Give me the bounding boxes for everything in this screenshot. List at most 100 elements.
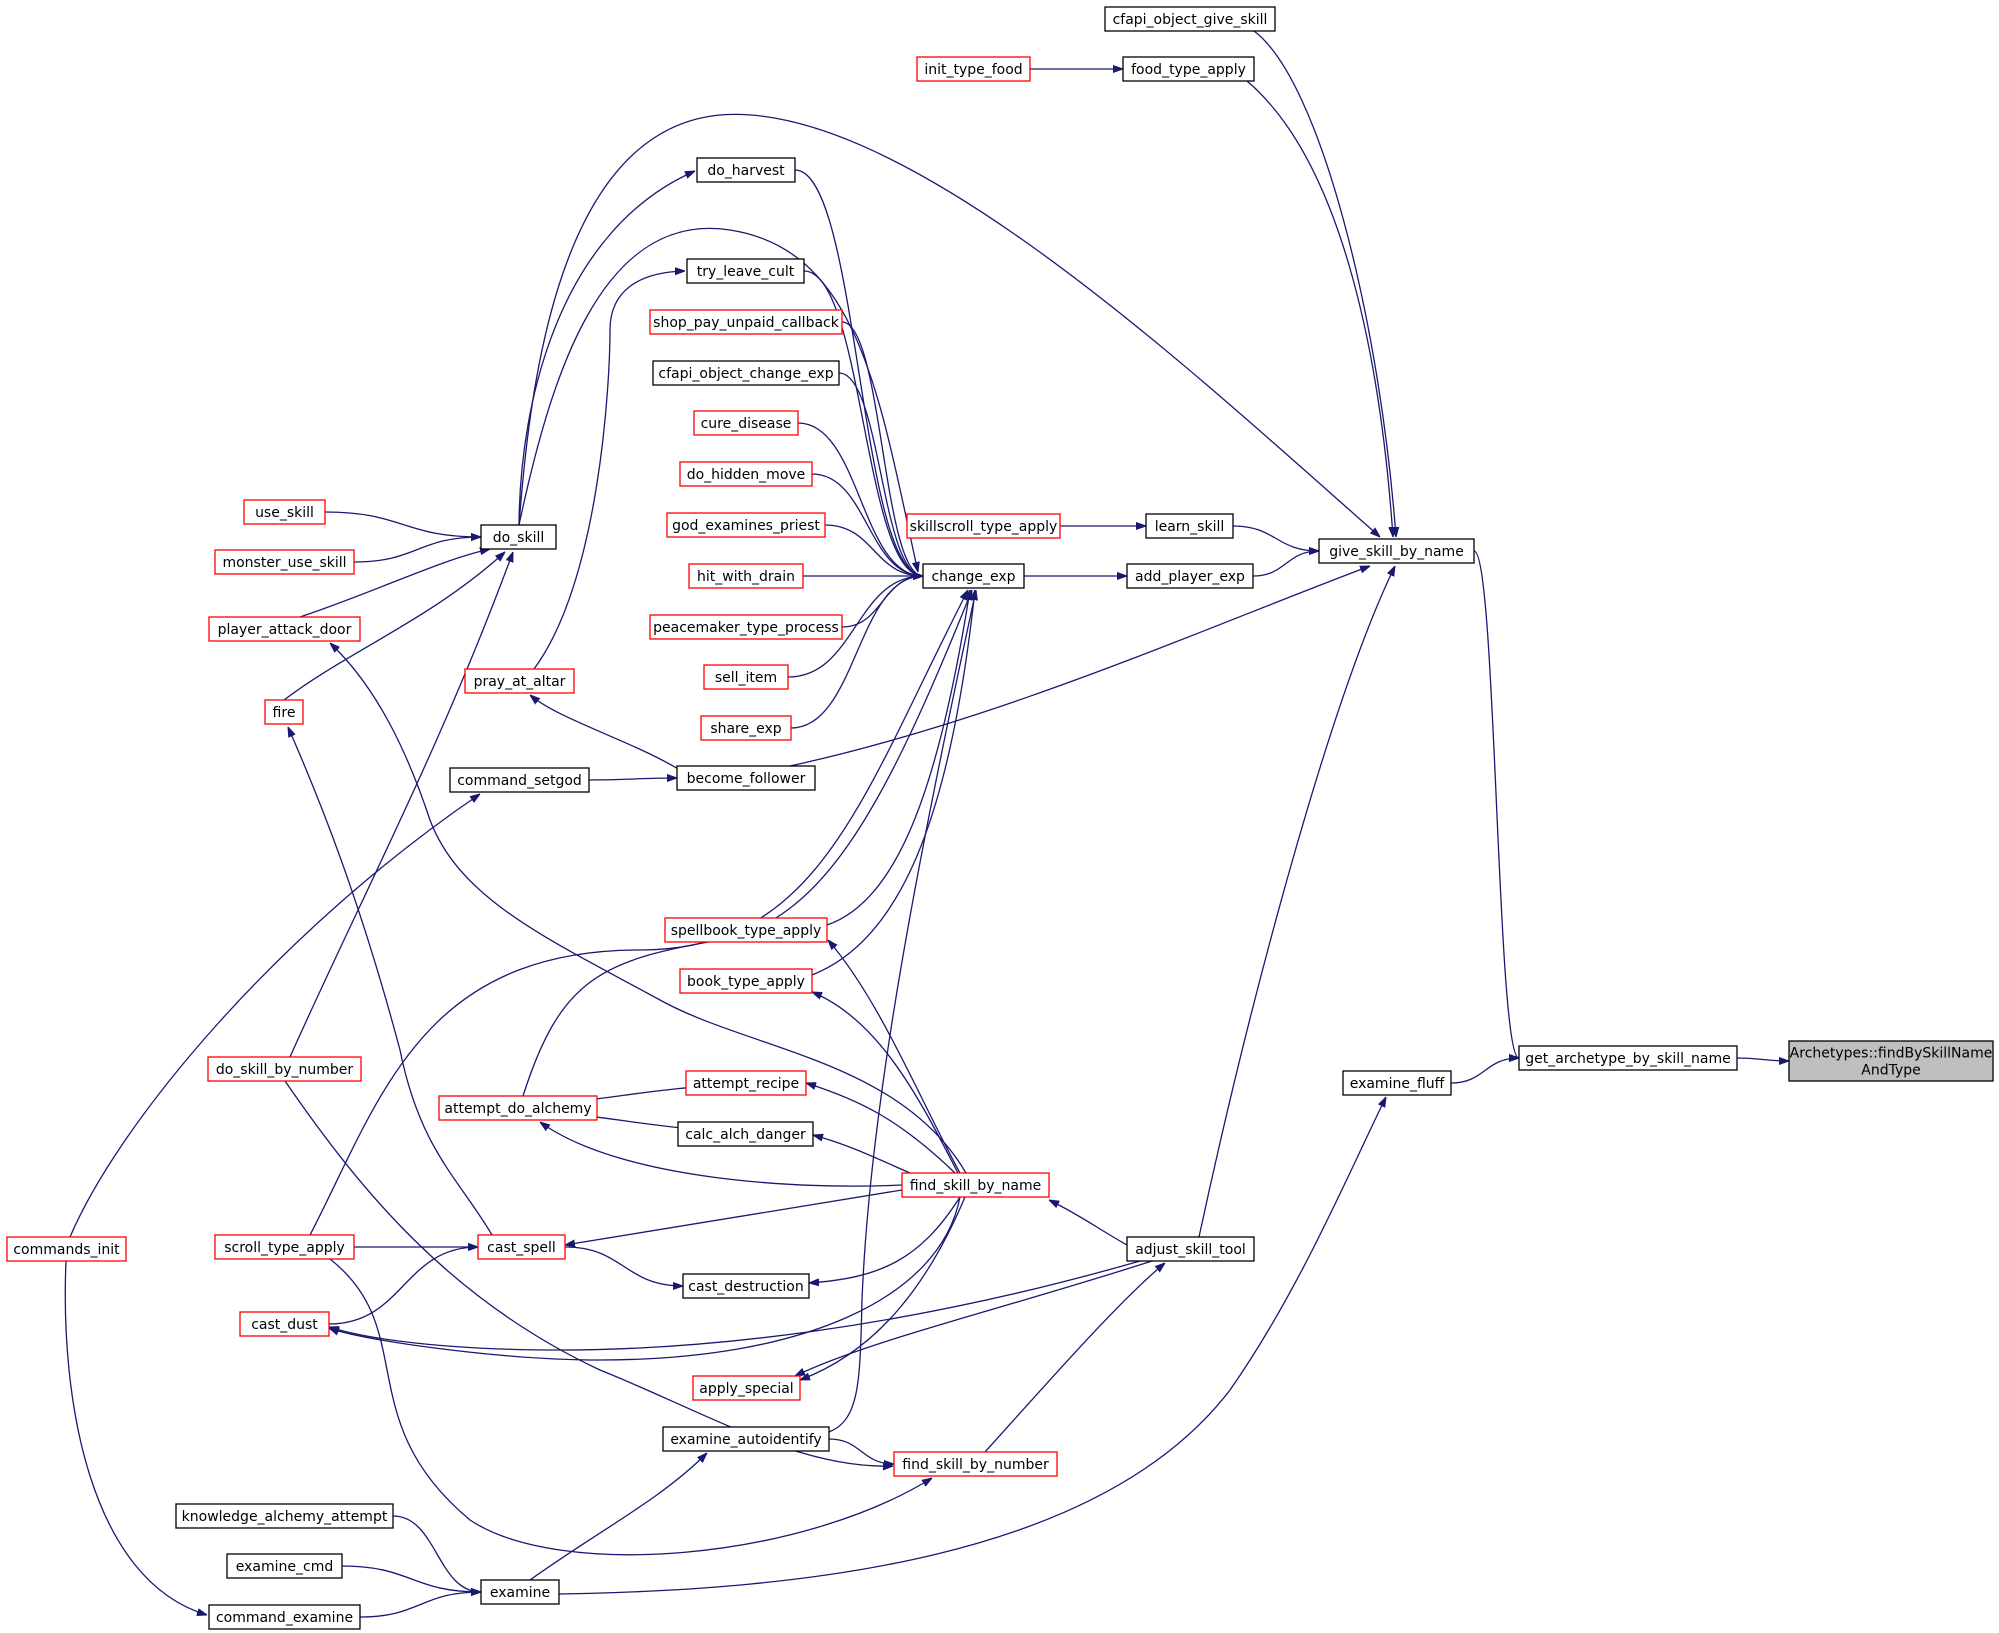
node-box [243, 499, 326, 525]
node-box [207, 1056, 362, 1082]
node-apply-special[interactable]: apply_special [692, 1375, 801, 1401]
edge-cast_dust-to-cast_spell [328, 1247, 478, 1325]
node-cast-spell[interactable]: cast_spell [477, 1234, 566, 1260]
node-command-examine[interactable]: command_examine [208, 1604, 361, 1630]
node-label: cfapi_object_give_skill [1113, 12, 1268, 28]
node-label: Archetypes::findBySkillName [1790, 1046, 1993, 1062]
node-cfapi-object-give-skill[interactable]: cfapi_object_give_skill [1104, 6, 1276, 32]
edge-learn_skill-to-give_skill_by_name [1232, 525, 1319, 551]
node-hit-with-drain[interactable]: hit_with_drain [688, 563, 804, 589]
edge-find_skill_by_name-to-adjust_skill_tool [1049, 1200, 1128, 1246]
node-init-type-food[interactable]: init_type_food [916, 56, 1031, 82]
node-label: examine_autoidentify [670, 1432, 821, 1448]
node-fire[interactable]: fire [264, 699, 304, 725]
node-find-skill-by-number[interactable]: find_skill_by_number [893, 1451, 1058, 1477]
node-box [1318, 538, 1475, 564]
node-knowledge-alchemy-attempt[interactable]: knowledge_alchemy_attempt [175, 1503, 394, 1529]
edge-line [838, 372, 924, 576]
edge-do_hidden_move-to-change_exp [811, 473, 923, 576]
edge-do_skill_by_number-to-do_skill [289, 552, 514, 1058]
node-label: add_player_exp [1135, 569, 1245, 585]
edge-sell_item-to-change_exp [787, 576, 923, 678]
node-become-follower[interactable]: become_follower [676, 765, 816, 791]
node-label: god_examines_priest [672, 518, 820, 534]
node-examine-cmd[interactable]: examine_cmd [226, 1553, 343, 1579]
node-add-player-exp[interactable]: add_player_exp [1126, 563, 1254, 589]
edge-commands_init-to-command_setgod [69, 794, 480, 1238]
node-do-skill[interactable]: do_skill [480, 524, 557, 550]
node-cfapi-object-change-exp[interactable]: cfapi_object_change_exp [652, 360, 840, 386]
edge-find_skill_by_number-to-adjust_skill_tool [984, 1263, 1165, 1453]
edge-scroll_type_apply-to-change_exp [309, 590, 968, 1236]
node-cast-dust[interactable]: cast_dust [239, 1311, 330, 1337]
edge-line [283, 552, 505, 701]
edge-cure_disease-to-change_exp [797, 422, 923, 576]
node-attempt-recipe[interactable]: attempt_recipe [685, 1070, 807, 1096]
node-label: command_setgod [457, 773, 582, 789]
node-find-skill-by-name[interactable]: find_skill_by_name [901, 1172, 1050, 1198]
node-attempt-do-alchemy[interactable]: attempt_do_alchemy [438, 1095, 598, 1121]
node-examine-fluff[interactable]: examine_fluff [1342, 1070, 1452, 1096]
edge-line [329, 1260, 1141, 1351]
node-do-skill-by-number[interactable]: do_skill_by_number [207, 1056, 362, 1082]
node-label: cfapi_object_change_exp [658, 366, 833, 382]
edge-line [1049, 1200, 1128, 1246]
edge-fire-to-cast_spell [288, 727, 493, 1236]
node-cure-disease[interactable]: cure_disease [693, 410, 799, 436]
edge-line [826, 590, 970, 926]
edge-line [530, 695, 681, 771]
edge-find_skill_by_name-to-player_attack_door [330, 643, 967, 1174]
node-god-examines-priest[interactable]: god_examines_priest [666, 512, 826, 538]
edge-cfapi_object_give_skill-to-give_skill_by_name [1253, 30, 1396, 537]
edge-line [828, 590, 976, 1433]
edge-command_examine-to-examine [359, 1592, 481, 1618]
node-share-exp[interactable]: share_exp [700, 715, 792, 741]
node-box [677, 1121, 814, 1147]
node-scroll-type-apply[interactable]: scroll_type_apply [214, 1234, 355, 1260]
node-box [1145, 513, 1234, 539]
node-sell-item[interactable]: sell_item [703, 664, 789, 690]
node-label: learn_skill [1155, 519, 1225, 535]
node-learn-skill[interactable]: learn_skill [1145, 513, 1234, 539]
node-book-type-apply[interactable]: book_type_apply [679, 968, 813, 994]
node-food-type-apply[interactable]: food_type_apply [1122, 56, 1255, 82]
node-box [214, 1234, 355, 1260]
node-label: try_leave_cult [697, 264, 795, 280]
node-pray-at-altar[interactable]: pray_at_altar [464, 668, 575, 694]
edge-do_skill-to-give_skill_by_name [518, 113, 1380, 537]
edge-line [518, 113, 1380, 537]
node-skillscroll-type-apply[interactable]: skillscroll_type_apply [906, 513, 1061, 539]
node-examine-autoidentify[interactable]: examine_autoidentify [662, 1426, 830, 1452]
node-box [464, 668, 575, 694]
node-box [1788, 1040, 1994, 1082]
node-change-exp[interactable]: change_exp [922, 563, 1025, 589]
node-command-setgod[interactable]: command_setgod [449, 767, 590, 793]
node-try-leave-cult[interactable]: try_leave_cult [686, 258, 805, 284]
node-shop-pay-unpaid-callback[interactable]: shop_pay_unpaid_callback [649, 309, 843, 335]
node-do-hidden-move[interactable]: do_hidden_move [679, 461, 813, 487]
node-commands-init[interactable]: commands_init [6, 1236, 127, 1262]
node-player-attack-door[interactable]: player_attack_door [208, 616, 361, 642]
node-adjust-skill-tool[interactable]: adjust_skill_tool [1126, 1236, 1255, 1262]
node-give-skill-by-name[interactable]: give_skill_by_name [1318, 538, 1475, 564]
node-monster-use-skill[interactable]: monster_use_skill [214, 549, 355, 575]
edge-line [564, 1246, 683, 1286]
node-examine[interactable]: examine [480, 1579, 560, 1605]
node-peacemaker-type-process[interactable]: peacemaker_type_process [649, 614, 843, 640]
edge-adjust_skill_tool-to-apply_special [795, 1260, 1153, 1376]
edge-book_type_apply-to-change_exp [811, 590, 975, 976]
edge-food_type_apply-to-give_skill_by_name [1246, 80, 1393, 537]
node-calc-alch-danger[interactable]: calc_alch_danger [677, 1121, 814, 1147]
node-label: find_skill_by_name [910, 1178, 1042, 1194]
node-cast-destruction[interactable]: cast_destruction [682, 1273, 810, 1299]
node-spellbook-type-apply[interactable]: spellbook_type_apply [664, 917, 828, 943]
node-label: shop_pay_unpaid_callback [653, 315, 840, 331]
node-box [480, 524, 557, 550]
node-label: give_skill_by_name [1329, 544, 1464, 560]
node-label: hit_with_drain [697, 569, 795, 585]
node-do-harvest[interactable]: do_harvest [696, 157, 796, 183]
node-use-skill[interactable]: use_skill [243, 499, 326, 525]
node-get-archetype-by-skill-name[interactable]: get_archetype_by_skill_name [1518, 1045, 1738, 1071]
